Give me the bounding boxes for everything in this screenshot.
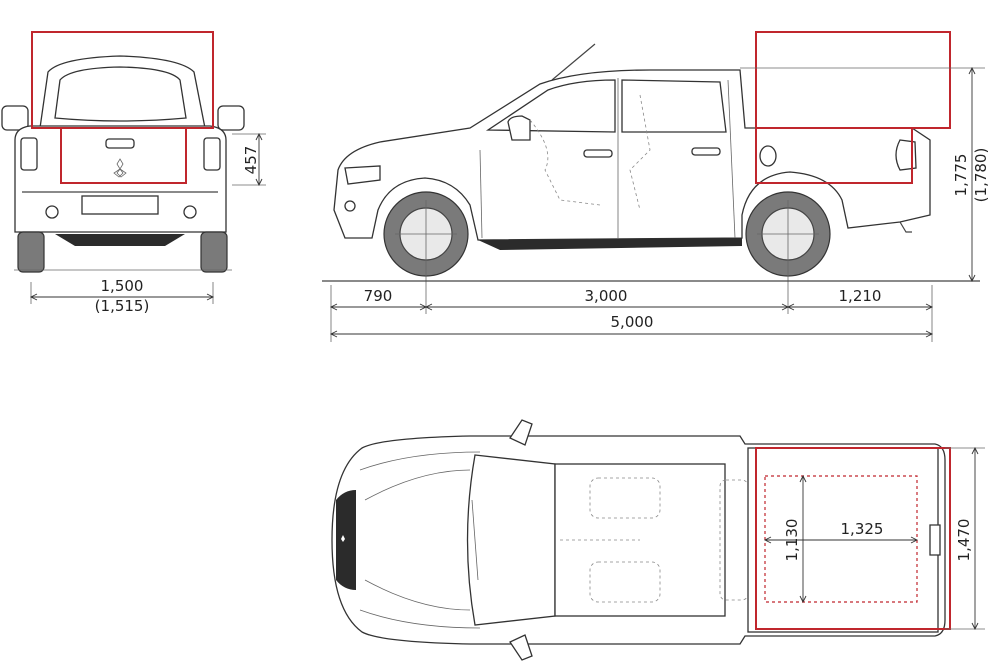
license-plate-recess bbox=[81, 195, 159, 215]
canopy-highlight bbox=[755, 31, 951, 129]
wheelbase-label: 3,000 bbox=[585, 287, 628, 305]
fuel-cap bbox=[759, 145, 777, 167]
side-step bbox=[478, 238, 742, 250]
right-mirror bbox=[217, 105, 245, 131]
tow-hitch bbox=[899, 221, 912, 233]
bed-floor-highlight bbox=[764, 475, 918, 603]
rear-door-handle bbox=[691, 147, 721, 156]
rear-underbody bbox=[55, 234, 185, 246]
rear-track-label: 1,500 bbox=[101, 277, 144, 295]
headlight bbox=[344, 165, 381, 185]
rear-view: 457 1,500 (1,515) bbox=[1, 31, 266, 315]
bed-top-highlight bbox=[755, 447, 951, 630]
tailgate-handle bbox=[105, 138, 135, 149]
front-door-handle bbox=[583, 149, 613, 158]
bed-length-label: 1,325 bbox=[841, 520, 884, 538]
bed-side-highlight bbox=[755, 127, 913, 184]
left-mirror bbox=[1, 105, 29, 131]
rear-window bbox=[54, 66, 187, 122]
bed-inner-width-label: 1,130 bbox=[783, 519, 801, 562]
fog-light bbox=[344, 200, 356, 212]
tailgate-highlight bbox=[60, 127, 187, 184]
side-mirror bbox=[507, 115, 531, 141]
rear-body bbox=[14, 125, 227, 233]
side-view: 1,775 (1,780) 790 3,000 1,210 5,000 bbox=[322, 31, 990, 342]
side-body bbox=[333, 69, 931, 241]
rear-overhang-label: 1,210 bbox=[839, 287, 882, 305]
rear-door-window bbox=[621, 79, 727, 133]
overall-height-alt-label: (1,780) bbox=[972, 148, 990, 203]
rear-track-alt-label: (1,515) bbox=[95, 297, 150, 315]
overall-height-label: 1,775 bbox=[952, 154, 970, 197]
front-grille bbox=[336, 490, 356, 590]
bed-width-label: 1,470 bbox=[955, 519, 973, 562]
rear-left-tire bbox=[17, 231, 45, 273]
tailgate-height-label: 457 bbox=[242, 146, 260, 175]
left-tail-light bbox=[20, 137, 38, 171]
antenna bbox=[551, 43, 596, 81]
front-overhang-label: 790 bbox=[364, 287, 393, 305]
top-left-mirror bbox=[509, 419, 533, 446]
windshield bbox=[466, 454, 556, 626]
top-right-mirror bbox=[509, 634, 533, 661]
brand-logo bbox=[113, 158, 127, 178]
tailgate-latch bbox=[929, 524, 941, 556]
right-tail-light bbox=[203, 137, 221, 171]
top-view: 1,325 1,130 1,470 bbox=[331, 419, 985, 661]
overall-length-label: 5,000 bbox=[611, 313, 654, 331]
top-brand-logo bbox=[341, 535, 345, 542]
right-reflector bbox=[183, 205, 197, 219]
rear-right-tire bbox=[200, 231, 228, 273]
left-reflector bbox=[45, 205, 59, 219]
